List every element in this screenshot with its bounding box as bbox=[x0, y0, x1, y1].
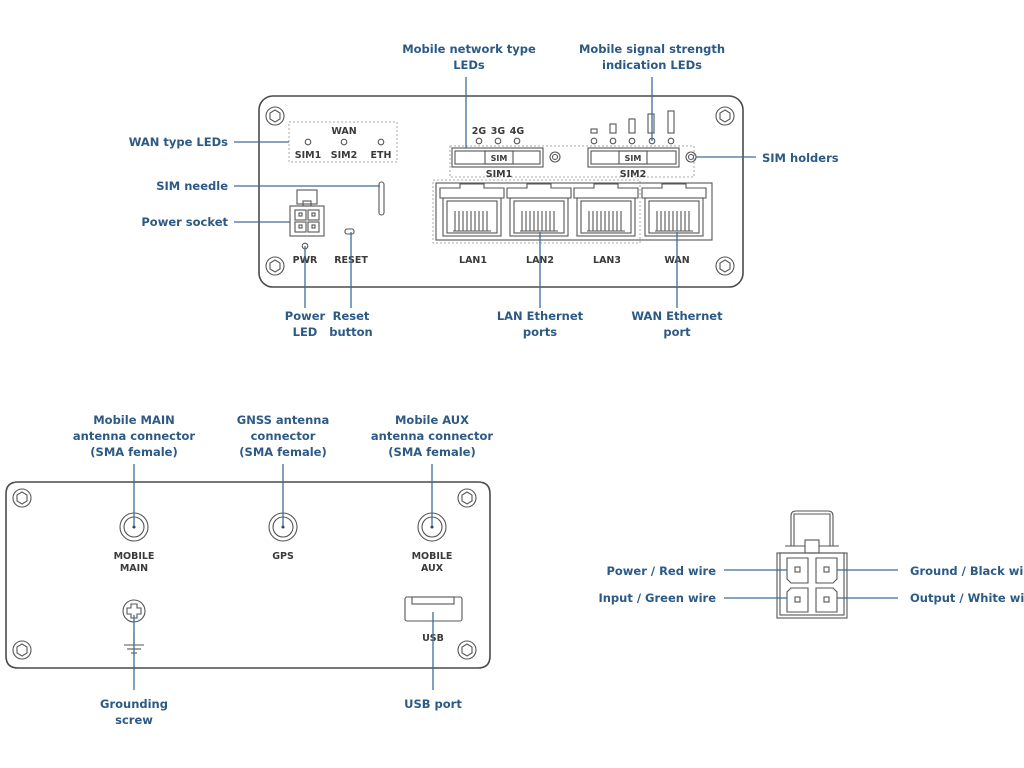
callout-lan-ports-line2: ports bbox=[523, 325, 557, 339]
mobile-main-label-line2: MAIN bbox=[120, 563, 148, 574]
screw-icon bbox=[457, 640, 477, 660]
power-socket[interactable] bbox=[289, 189, 325, 237]
gps-label: GPS bbox=[272, 551, 294, 562]
callout-sim-needle: SIM needle bbox=[156, 179, 228, 193]
callout-grounding-line2: screw bbox=[115, 713, 153, 727]
power-connector-pinout: Power / Red wire Input / Green wire Grou… bbox=[598, 510, 1024, 619]
callout-power-socket: Power socket bbox=[141, 215, 228, 229]
sim-holder-group bbox=[449, 145, 695, 178]
port-label-lan3: LAN3 bbox=[593, 255, 621, 266]
wan-sim2-led bbox=[340, 138, 348, 146]
pin-label-output: Output / White wire bbox=[910, 591, 1024, 605]
back-panel-body bbox=[5, 481, 491, 669]
lan-port-group bbox=[432, 179, 641, 244]
callout-signal-line2: indication LEDs bbox=[602, 58, 702, 72]
wan-led-label-sim2: SIM2 bbox=[331, 150, 357, 161]
callout-reset-line1: Reset bbox=[333, 309, 370, 323]
callout-mobile-aux-line2: antenna connector bbox=[371, 429, 493, 443]
screw-icon bbox=[265, 256, 285, 276]
led-3g bbox=[494, 137, 502, 145]
callout-grounding-line1: Grounding bbox=[100, 697, 168, 711]
mobile-aux-label-line2: AUX bbox=[421, 563, 444, 574]
mobile-aux-label-line1: MOBILE bbox=[412, 551, 453, 562]
callout-gnss-line1: GNSS antenna bbox=[237, 413, 330, 427]
callout-power-led-line1: Power bbox=[285, 309, 326, 323]
sim2-holder[interactable] bbox=[587, 147, 680, 168]
back-panel: MOBILE MAIN GPS MOBILE AUX USB bbox=[5, 481, 491, 669]
back-panel-callouts: Mobile MAIN antenna connector (SMA femal… bbox=[73, 413, 493, 727]
callout-signal-line1: Mobile signal strength bbox=[579, 42, 725, 56]
sim1-eject-icon[interactable] bbox=[549, 151, 561, 163]
lan3-port[interactable] bbox=[573, 183, 639, 237]
signal-strength-leds bbox=[590, 110, 675, 145]
lan2-port[interactable] bbox=[506, 183, 572, 237]
pin-input bbox=[786, 587, 809, 613]
sim2-slot-text: SIM bbox=[625, 154, 642, 163]
front-panel-callouts: Mobile network type LEDs Mobile signal s… bbox=[129, 42, 839, 339]
sim1-label: SIM1 bbox=[486, 169, 512, 180]
pin-output bbox=[815, 587, 838, 613]
screw-icon bbox=[12, 640, 32, 660]
pin-power bbox=[786, 557, 809, 584]
network-type-4g: 4G bbox=[510, 126, 525, 137]
callout-gnss-line3: (SMA female) bbox=[239, 445, 326, 459]
callout-network-type-line1: Mobile network type bbox=[402, 42, 536, 56]
callout-wan-port-line1: WAN Ethernet bbox=[631, 309, 723, 323]
callout-sim-holders: SIM holders bbox=[762, 151, 839, 165]
screw-icon bbox=[715, 106, 735, 126]
network-type-2g: 2G bbox=[472, 126, 487, 137]
wan-eth-led bbox=[377, 138, 385, 146]
callout-mobile-aux-line3: (SMA female) bbox=[388, 445, 475, 459]
callout-network-type-line2: LEDs bbox=[453, 58, 485, 72]
callout-wan-type-leds: WAN type LEDs bbox=[129, 135, 228, 149]
sim1-slot-text: SIM bbox=[491, 154, 508, 163]
port-label-lan1: LAN1 bbox=[459, 255, 487, 266]
mobile-main-label-line1: MOBILE bbox=[114, 551, 155, 562]
pin-label-input: Input / Green wire bbox=[598, 591, 716, 605]
sim-needle[interactable] bbox=[378, 181, 385, 216]
wan-led-label-sim1: SIM1 bbox=[295, 150, 321, 161]
screw-icon bbox=[457, 488, 477, 508]
network-type-3g: 3G bbox=[491, 126, 506, 137]
screw-icon bbox=[265, 106, 285, 126]
reset-button[interactable] bbox=[344, 228, 355, 235]
sim2-label: SIM2 bbox=[620, 169, 646, 180]
callout-wan-port-line2: port bbox=[663, 325, 691, 339]
connector-latch bbox=[790, 510, 834, 546]
screw-icon bbox=[715, 256, 735, 276]
wan-label: WAN bbox=[331, 126, 356, 137]
sim1-holder[interactable] bbox=[451, 147, 544, 168]
led-2g bbox=[475, 137, 483, 145]
callout-gnss-line2: connector bbox=[251, 429, 316, 443]
callout-mobile-main-line3: (SMA female) bbox=[90, 445, 177, 459]
callout-usb-port: USB port bbox=[404, 697, 462, 711]
callout-mobile-main-line1: Mobile MAIN bbox=[93, 413, 175, 427]
wan-port[interactable] bbox=[641, 183, 707, 237]
callout-mobile-main-line2: antenna connector bbox=[73, 429, 195, 443]
ethernet-port-block bbox=[435, 182, 713, 241]
pin-label-ground: Ground / Black wire bbox=[910, 564, 1024, 578]
wan-led-label-eth: ETH bbox=[371, 150, 392, 161]
callout-lan-ports-line1: LAN Ethernet bbox=[497, 309, 584, 323]
front-panel: WAN SIM1 SIM2 ETH PWR RESET 2G 3G 4G bbox=[258, 95, 744, 288]
callout-mobile-aux-line1: Mobile AUX bbox=[395, 413, 469, 427]
wan-sim1-led bbox=[304, 138, 312, 146]
lan1-port[interactable] bbox=[439, 183, 505, 237]
callout-power-led-line2: LED bbox=[293, 325, 318, 339]
pin-ground bbox=[815, 557, 838, 584]
led-4g bbox=[513, 137, 521, 145]
pin-label-power: Power / Red wire bbox=[606, 564, 716, 578]
callout-reset-line2: button bbox=[329, 325, 373, 339]
front-panel-body bbox=[258, 95, 744, 288]
screw-icon bbox=[12, 488, 32, 508]
